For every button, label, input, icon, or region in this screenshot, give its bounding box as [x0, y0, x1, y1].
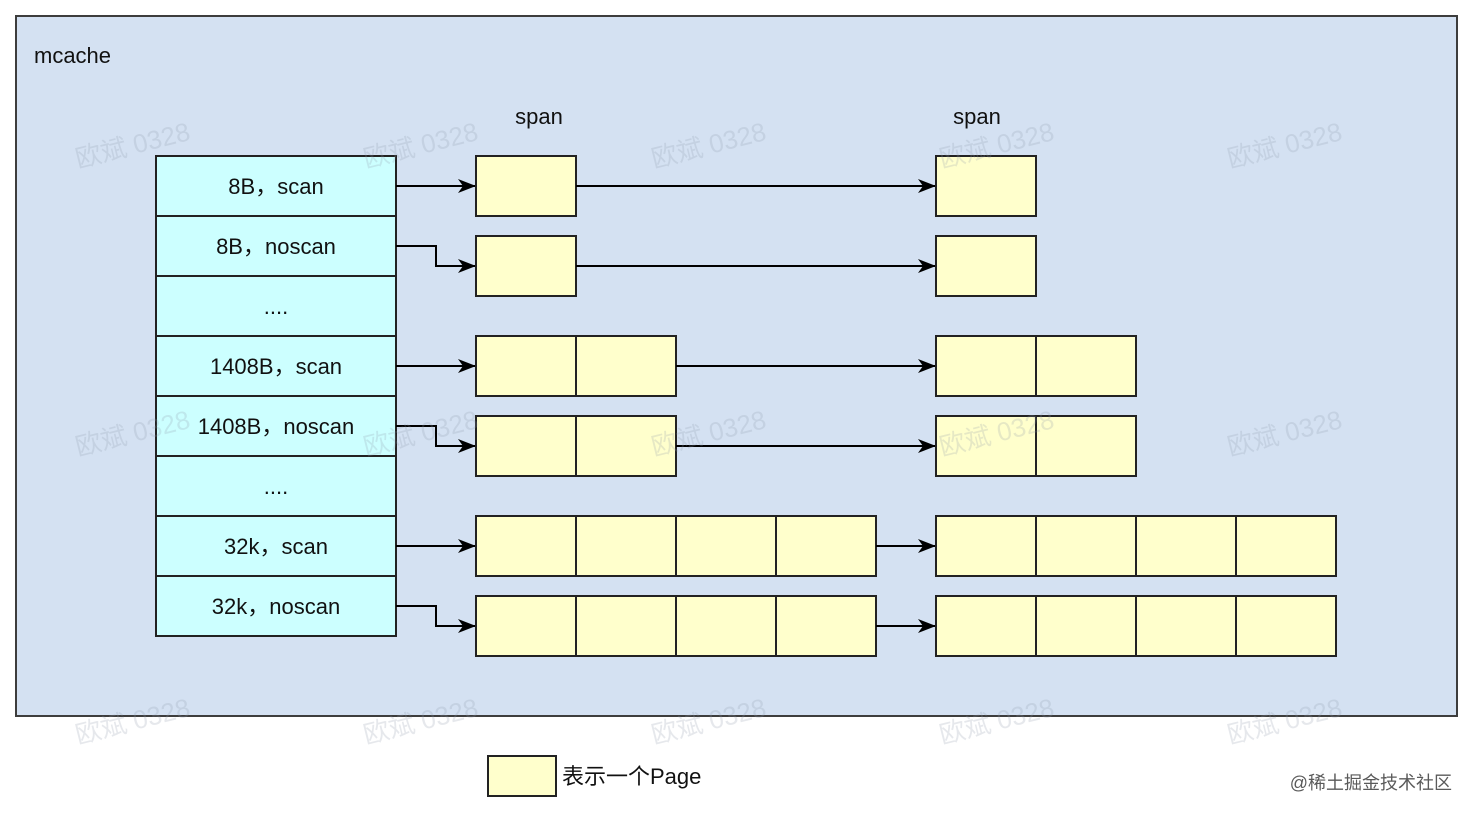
span-list-row: [396, 595, 1337, 657]
span-list-row: [396, 235, 1037, 297]
span: [475, 595, 877, 657]
page-box: [1035, 335, 1137, 397]
size-class-box: [155, 575, 397, 637]
size-class-cell: ....: [155, 455, 397, 517]
size-class-column: 8B，scan 8B，noscan.... 1408B，scan 1408B，nosc…: [155, 155, 397, 637]
size-class-label: 8B，noscan: [216, 234, 336, 259]
span: [935, 235, 1037, 297]
span-list-row: [396, 335, 1137, 397]
size-class-cell: 32k，noscan: [155, 575, 397, 637]
page-box: [1035, 515, 1137, 577]
size-class-cell: 8B，noscan: [155, 215, 397, 277]
page-box: [1135, 515, 1237, 577]
page-box: [475, 515, 577, 577]
span: [935, 595, 1337, 657]
span: [475, 235, 577, 297]
size-class-label: 32k，scan: [224, 534, 328, 559]
legend-page-swatch: [487, 755, 557, 797]
span-column-labels: span span: [515, 104, 1001, 129]
page-box: [475, 155, 577, 217]
size-class-cell: 1408B，noscan: [155, 395, 397, 457]
size-class-cell: 1408B，scan: [155, 335, 397, 397]
size-class-cell: ....: [155, 275, 397, 337]
size-class-label: 32k，noscan: [212, 594, 340, 619]
legend-label: 表示一个Page: [562, 764, 701, 789]
size-class-label: 1408B，scan: [210, 354, 342, 379]
page-box: [675, 595, 777, 657]
page-box: [935, 595, 1037, 657]
span-list-row: [396, 515, 1337, 577]
span: [475, 155, 577, 217]
legend: 表示一个Page: [487, 755, 701, 797]
page-box: [1135, 595, 1237, 657]
span: [935, 515, 1337, 577]
page-box: [575, 335, 677, 397]
page-box: [575, 595, 677, 657]
page-box: [775, 515, 877, 577]
page-box: [475, 335, 577, 397]
span-list-row: [396, 415, 1137, 477]
span: [935, 155, 1037, 217]
span-lists: [396, 155, 1337, 657]
page-box: [1035, 415, 1137, 477]
page-box: [935, 335, 1037, 397]
page-box: [1235, 515, 1337, 577]
size-class-to-span-arrow: [396, 425, 476, 453]
size-class-to-span-arrow: [396, 605, 476, 633]
page-box: [1235, 595, 1337, 657]
span-label-second: span: [953, 104, 1001, 129]
span: [935, 335, 1137, 397]
span: [475, 335, 677, 397]
page-box: [935, 155, 1037, 217]
size-class-label: 1408B，noscan: [198, 414, 355, 439]
page-box: [475, 595, 577, 657]
mcache-label: mcache: [34, 43, 111, 68]
size-class-label: ....: [264, 474, 288, 499]
size-class-box: [155, 455, 397, 517]
size-class-label: ....: [264, 294, 288, 319]
page-box: [475, 235, 577, 297]
page-box: [675, 515, 777, 577]
size-class-box: [155, 395, 397, 457]
span: [935, 415, 1137, 477]
size-class-to-span-arrow: [396, 245, 476, 273]
page-box: [575, 515, 677, 577]
size-class-label: 8B，scan: [228, 174, 323, 199]
page-box: [935, 235, 1037, 297]
size-class-cell: 32k，scan: [155, 515, 397, 577]
span: [475, 515, 877, 577]
size-class-cell: 8B，scan: [155, 155, 397, 217]
page-box: [475, 415, 577, 477]
page-box: [935, 515, 1037, 577]
span-label-first: span: [515, 104, 563, 129]
page-box: [1035, 595, 1137, 657]
span-list-row: [396, 155, 1037, 217]
size-class-box: [155, 515, 397, 577]
site-watermark: @稀土掘金技术社区: [1290, 773, 1452, 793]
page-box: [775, 595, 877, 657]
span: [475, 415, 677, 477]
page-box: [575, 415, 677, 477]
